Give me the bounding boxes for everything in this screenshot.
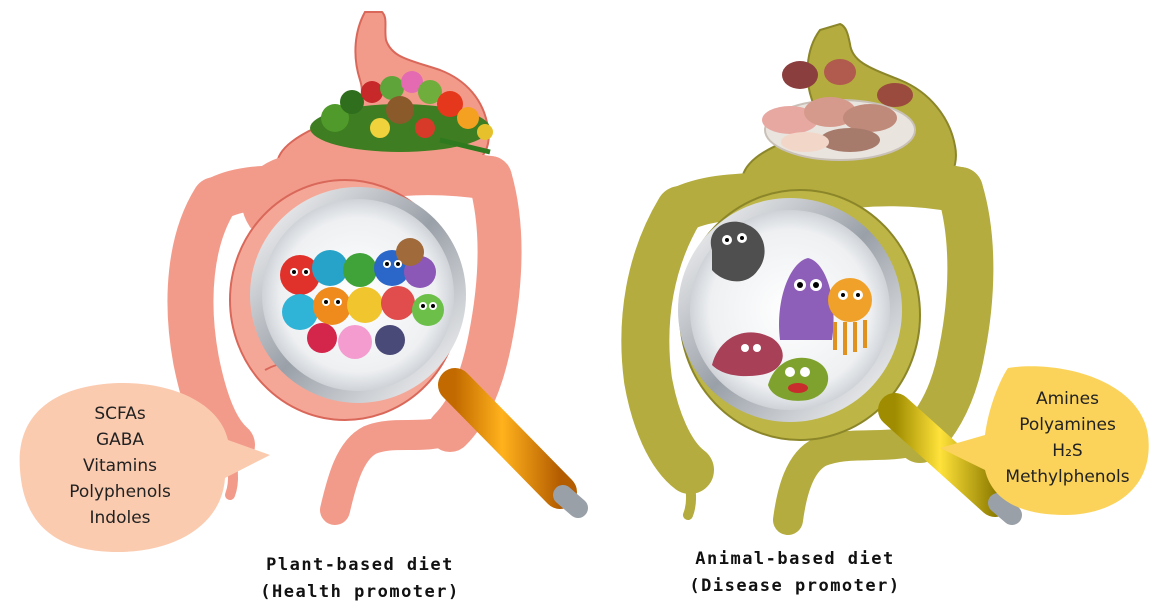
product-label: Indoles <box>40 505 200 531</box>
product-label: SCFAs <box>40 401 200 427</box>
product-label: GABA <box>40 427 200 453</box>
product-label: Polyphenols <box>40 479 200 505</box>
product-label: H₂S <box>995 438 1140 464</box>
animal-products-list: Amines Polyamines H₂S Methylphenols <box>995 386 1140 490</box>
plant-diet-caption: Plant-based diet (Health promoter) <box>230 552 490 606</box>
magnifier-icon <box>250 187 578 508</box>
vegetables-icon <box>310 71 493 152</box>
animal-diet-caption: Animal-based diet (Disease promoter) <box>660 546 930 600</box>
meat-platter-icon <box>762 59 915 160</box>
caption-title: Plant-based diet <box>230 552 490 579</box>
product-label: Polyamines <box>995 412 1140 438</box>
product-label: Vitamins <box>40 453 200 479</box>
product-label: Amines <box>995 386 1140 412</box>
caption-title: Animal-based diet <box>660 546 930 573</box>
caption-subtitle: (Disease promoter) <box>660 573 930 600</box>
product-label: Methylphenols <box>995 464 1140 490</box>
plant-products-list: SCFAs GABA Vitamins Polyphenols Indoles <box>40 401 200 531</box>
caption-subtitle: (Health promoter) <box>230 579 490 606</box>
